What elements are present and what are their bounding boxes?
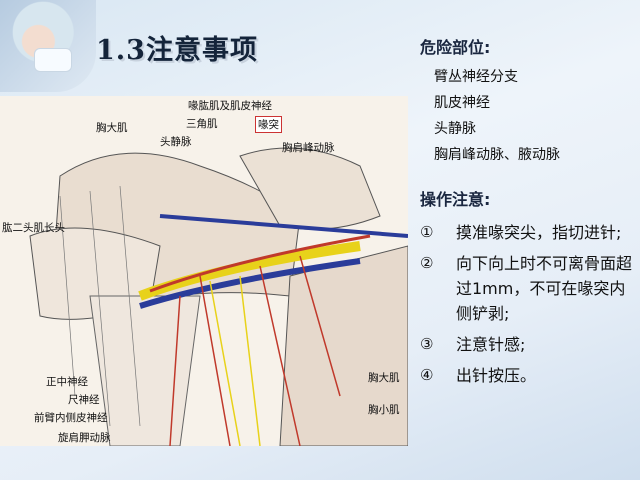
label-medial-antebrachial: 前臂内侧皮神经 xyxy=(34,412,108,424)
surgeon-photo xyxy=(0,0,96,92)
step-item: ② 向下向上时不可离骨面超过1mm，不可在喙突内侧铲剥; xyxy=(420,251,635,326)
danger-item: 头静脉 xyxy=(434,121,476,137)
label-biceps-long-head: 肱二头肌长头 xyxy=(2,222,65,234)
notes-panel: 危险部位: 臂丛神经分支 肌皮神经 头静脉 胸肩峰动脉、腋动脉 操作注意: ① 摸… xyxy=(420,34,635,394)
danger-item: 胸肩峰动脉、腋动脉 xyxy=(434,147,560,163)
danger-item: 肌皮神经 xyxy=(434,95,490,111)
step-number: ② xyxy=(420,254,434,272)
step-number: ③ xyxy=(420,335,434,353)
label-pectoralis-minor: 胸小肌 xyxy=(368,404,400,416)
step-number: ④ xyxy=(420,366,434,384)
step-item: ④ 出针按压。 xyxy=(420,363,635,388)
label-thoracoacromial: 胸肩峰动脉 xyxy=(282,142,335,154)
slide-title: 1.3注意事项 xyxy=(96,35,258,66)
step-text: 向下向上时不可离骨面超过1mm，不可在喙突内侧铲剥; xyxy=(456,254,633,323)
step-text: 注意针感; xyxy=(456,335,526,354)
label-cephalic-vein: 头静脉 xyxy=(160,136,192,148)
label-pectoralis-major: 胸大肌 xyxy=(96,122,128,134)
step-item: ① 摸准喙突尖，指切进针; xyxy=(420,220,635,245)
step-item: ③ 注意针感; xyxy=(420,332,635,357)
surgeon-mask xyxy=(34,48,72,72)
anatomy-drawing xyxy=(0,96,408,446)
label-coracobrachialis: 喙肱肌及肌皮神经 xyxy=(188,100,272,112)
label-ulnar-nerve: 尺神经 xyxy=(68,394,100,406)
step-number: ① xyxy=(420,223,434,241)
label-median-nerve: 正中神经 xyxy=(46,376,88,388)
step-text: 出针按压。 xyxy=(456,366,537,385)
operation-steps: ① 摸准喙突尖，指切进针; ② 向下向上时不可离骨面超过1mm，不可在喙突内侧铲剥;… xyxy=(420,220,635,388)
label-coracoid: 喙突 xyxy=(255,116,282,133)
label-pectoralis-major-right: 胸大肌 xyxy=(368,372,400,384)
danger-heading: 危险部位: xyxy=(420,38,491,57)
danger-item: 臂丛神经分支 xyxy=(434,69,518,85)
operation-heading: 操作注意: xyxy=(420,190,491,209)
step-text: 摸准喙突尖，指切进针; xyxy=(456,223,622,242)
danger-list: 臂丛神经分支 肌皮神经 头静脉 胸肩峰动脉、腋动脉 xyxy=(420,64,635,168)
anatomy-figure: 胸大肌 喙肱肌及肌皮神经 三角肌 头静脉 喙突 胸肩峰动脉 肱二头肌长头 正中神… xyxy=(0,96,408,446)
label-circumflex-scapular: 旋肩胛动脉 xyxy=(58,432,111,444)
label-deltoid: 三角肌 xyxy=(186,118,218,130)
